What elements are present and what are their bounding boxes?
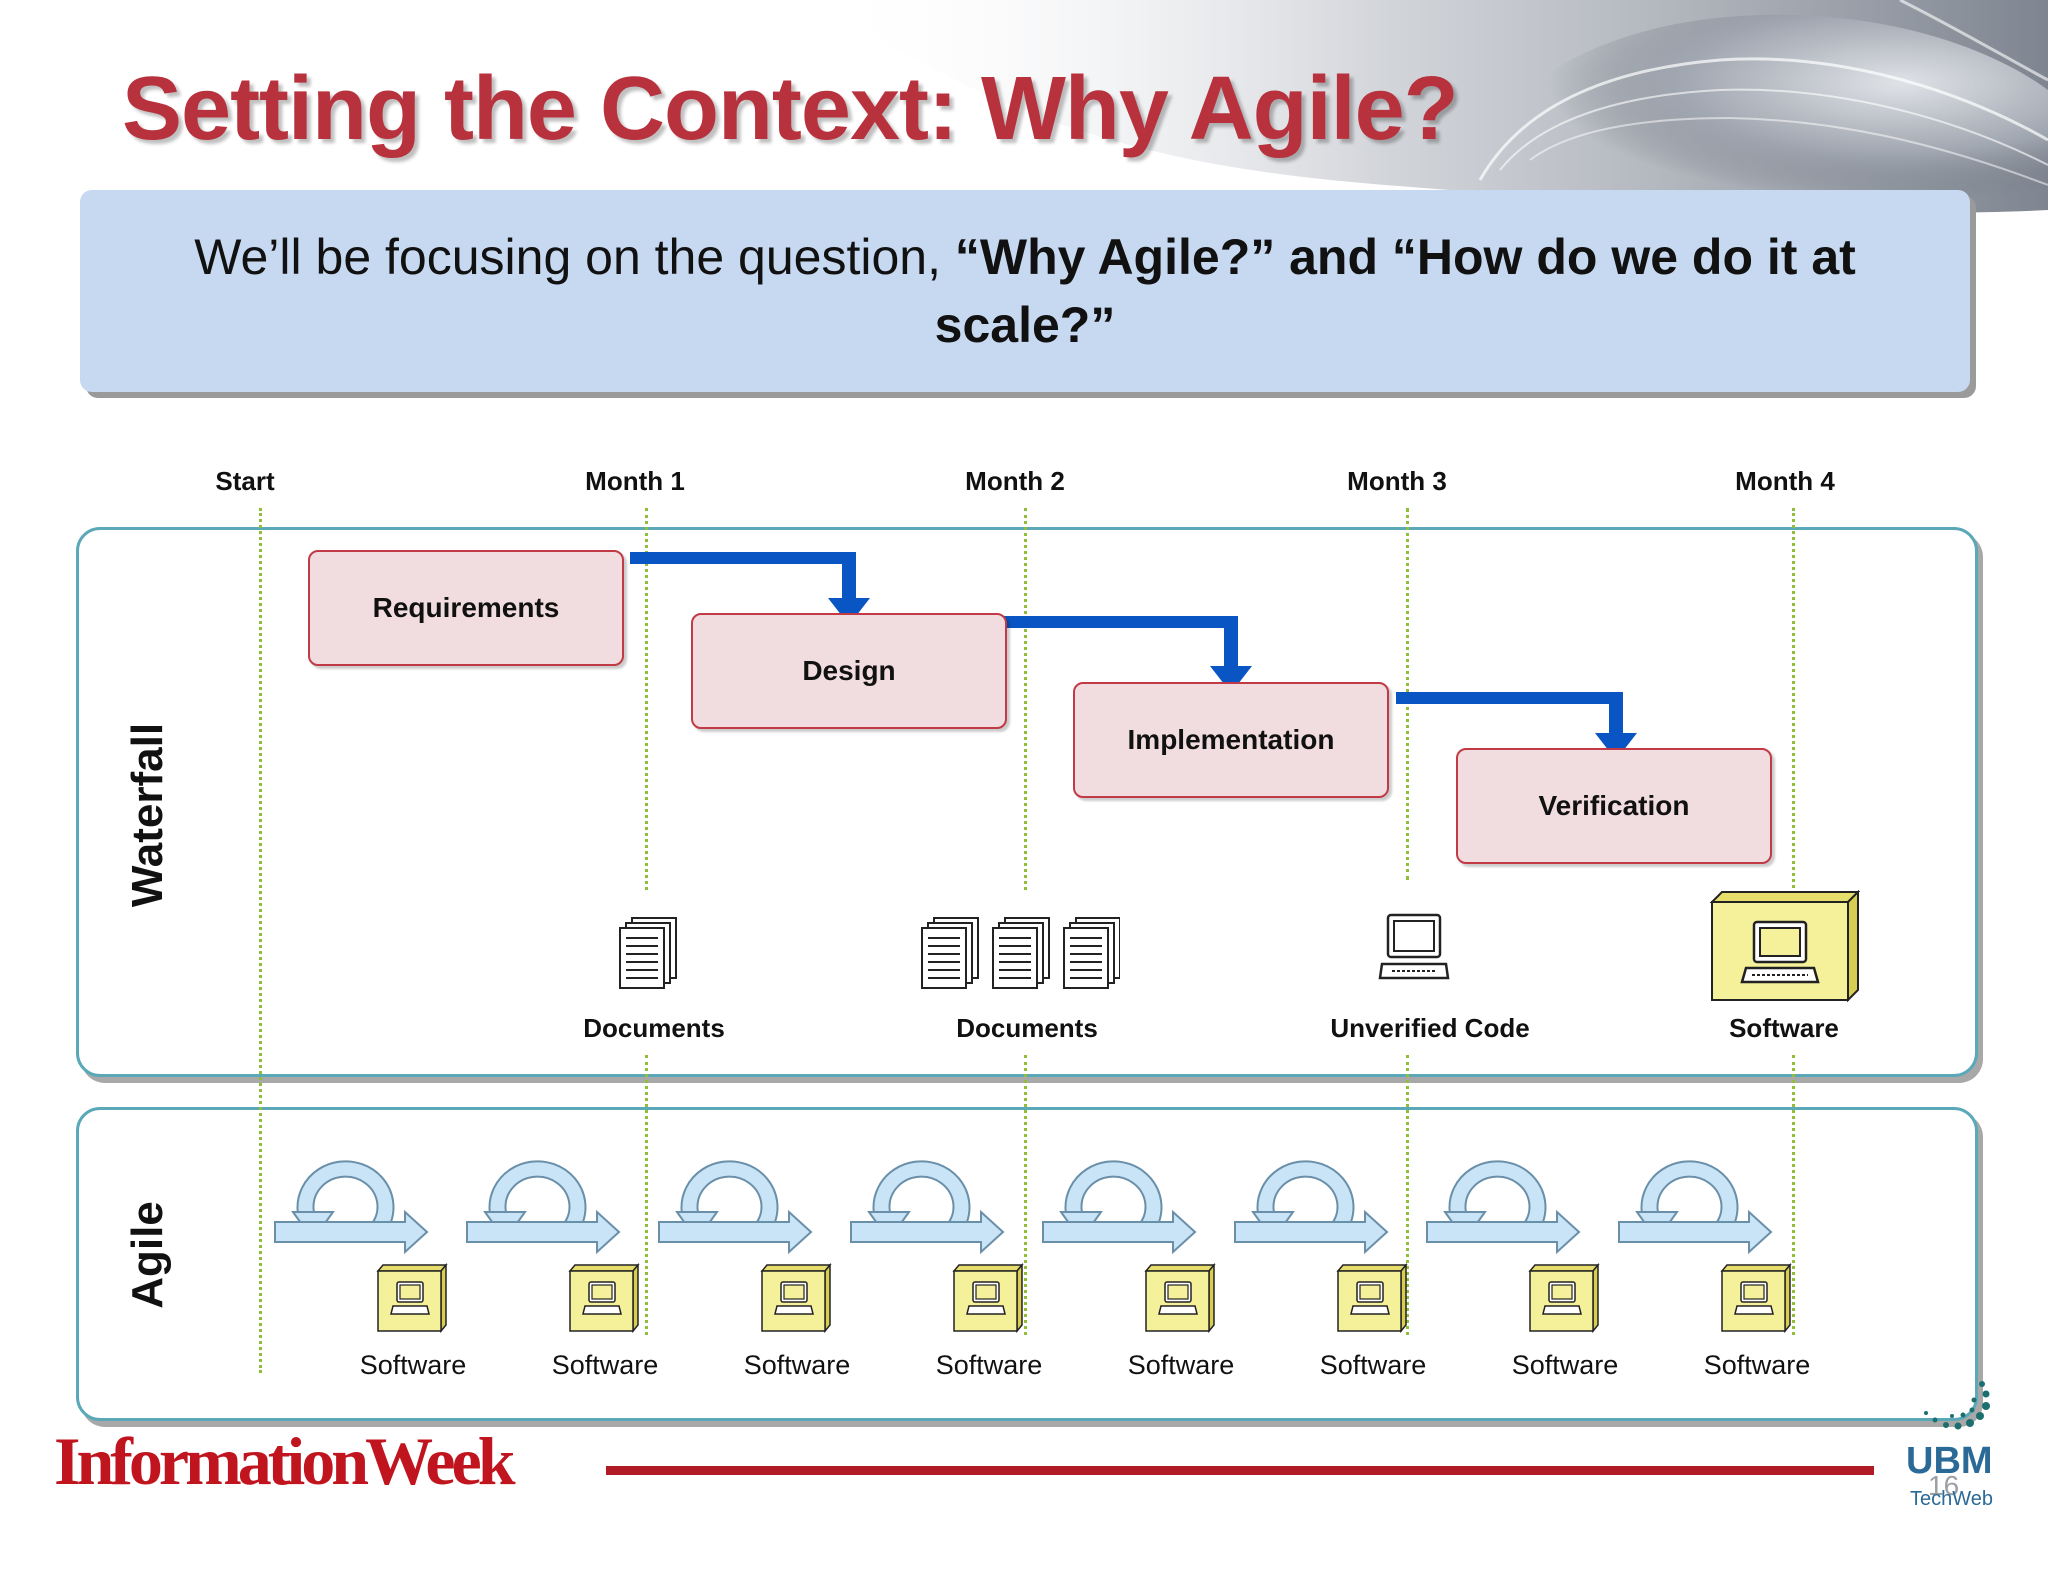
month-label-start: Start <box>215 466 275 496</box>
banner-prefix: We’ll be focusing on the question, <box>194 229 955 285</box>
software-box-icon <box>1144 1262 1216 1334</box>
laptop-icon <box>1378 913 1450 980</box>
iteration-cycle-icon <box>274 1160 429 1255</box>
gridline-month-2 <box>1024 508 1027 890</box>
iteration-cycle-icon <box>658 1160 813 1255</box>
documents-stack-icon <box>921 917 1120 989</box>
deliverable-documents-1: Documents <box>583 1013 725 1043</box>
gridline-month-4 <box>1792 508 1795 888</box>
iteration-cycle-icon <box>1426 1160 1581 1255</box>
agile-software-label: Software <box>1703 1350 1811 1380</box>
agile-lane <box>76 1107 1978 1421</box>
software-box-icon <box>760 1262 832 1334</box>
page-number: 16 <box>1928 1470 1960 1501</box>
deliverable-unverified-code: Unverified Code <box>1330 1013 1530 1043</box>
phase-design: Design <box>691 613 1007 729</box>
month-label-2: Month 2 <box>965 466 1065 496</box>
software-box-icon <box>376 1262 448 1334</box>
agile-software-label: Software <box>551 1350 659 1380</box>
gridline-month-3-lower <box>1406 1055 1409 1335</box>
month-label-1: Month 1 <box>585 466 685 496</box>
software-box-icon <box>1336 1262 1408 1334</box>
iteration-cycle-icon <box>1234 1160 1389 1255</box>
gridline-month-1-lower <box>645 1055 648 1335</box>
gridline-month-4-lower <box>1792 1055 1795 1335</box>
software-box-icon <box>952 1262 1024 1334</box>
agile-software-label: Software <box>1127 1350 1235 1380</box>
documents-icon <box>619 917 677 989</box>
month-label-4: Month 4 <box>1735 466 1835 496</box>
iteration-cycle-icon <box>466 1160 621 1255</box>
focus-banner-text: We’ll be focusing on the question, “Why … <box>80 223 1970 359</box>
deliverable-software: Software <box>1729 1013 1839 1043</box>
gridline-month-2-lower <box>1024 1055 1027 1335</box>
slide-title: Setting the Context: Why Agile? <box>122 59 1459 159</box>
iteration-cycle-icon <box>1618 1160 1773 1255</box>
banner-question: “Why Agile?” and “How do we do it at sca… <box>934 229 1856 353</box>
gridline-month-1 <box>645 508 648 890</box>
iteration-cycle-icon <box>850 1160 1005 1255</box>
iteration-cycle-icon <box>1042 1160 1197 1255</box>
agile-software-label: Software <box>1511 1350 1619 1380</box>
software-box-icon <box>1720 1262 1792 1334</box>
software-box-icon <box>568 1262 640 1334</box>
ubm-logo: UBM <box>1906 1440 1993 1482</box>
deliverable-documents-2: Documents <box>956 1013 1098 1043</box>
agile-software-label: Software <box>359 1350 467 1380</box>
ubm-dots-icon <box>1924 1381 1990 1430</box>
phase-verification: Verification <box>1456 748 1772 864</box>
agile-software-label: Software <box>1319 1350 1427 1380</box>
software-box-icon <box>1709 889 1860 1003</box>
phase-implementation: Implementation <box>1073 682 1389 798</box>
gridline-start <box>259 508 262 1373</box>
footer-divider <box>606 1466 1874 1475</box>
agile-software-label: Software <box>935 1350 1043 1380</box>
month-label-3: Month 3 <box>1347 466 1447 496</box>
software-box-icon <box>1528 1262 1600 1334</box>
phase-requirements: Requirements <box>308 550 624 666</box>
focus-banner: We’ll be focusing on the question, “Why … <box>80 190 1970 392</box>
agile-software-label: Software <box>743 1350 851 1380</box>
informationweek-logo: InformationWeek <box>54 1423 516 1499</box>
techweb-logo: TechWeb <box>1910 1488 1994 1510</box>
